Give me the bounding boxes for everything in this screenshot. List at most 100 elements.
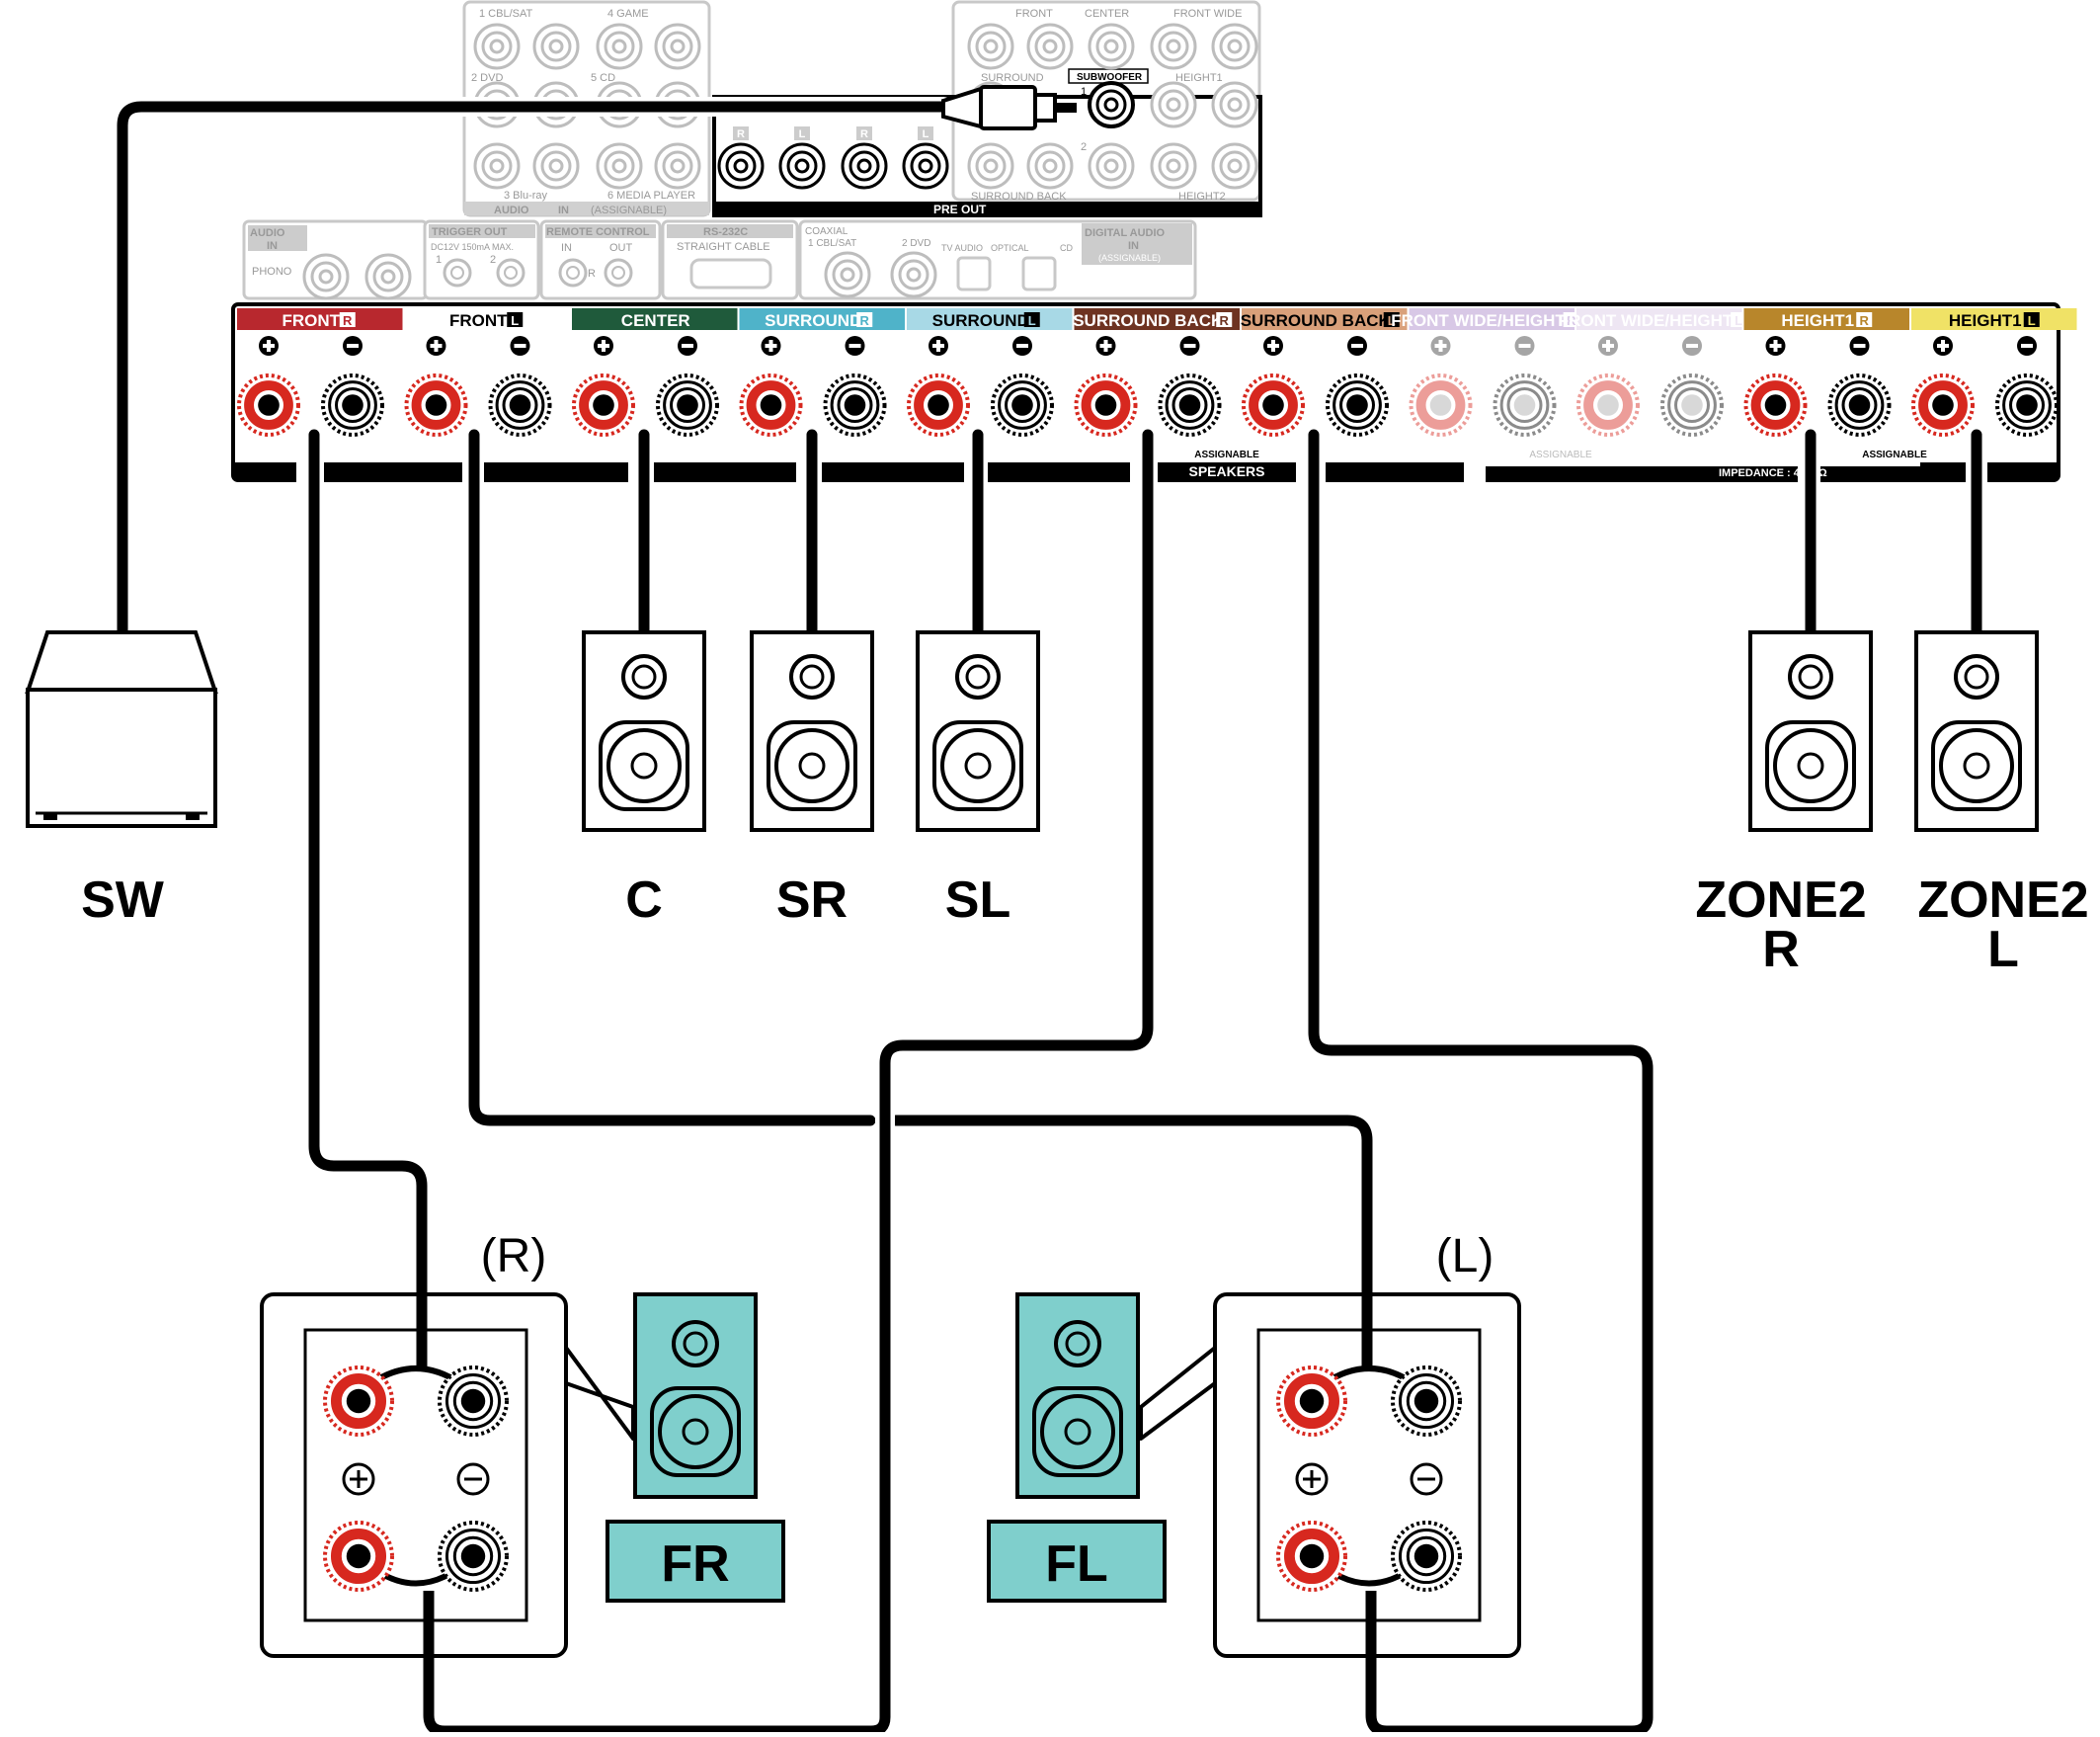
positive-terminal [572,373,635,437]
speaker-surround-r [750,630,874,832]
label-zone2l-line1: ZONE2 [1917,871,2088,929]
minus-marker [1514,336,1535,356]
svg-text:R: R [1567,313,1576,328]
preout-jack [1211,23,1258,70]
speaker-terminal-details [260,1284,1521,1670]
rs232-label: RS-232C [703,226,748,238]
svg-text:SURROUND BACK: SURROUND BACK [1073,311,1224,330]
minus-marker [1179,336,1200,356]
preout-side-label: L [799,128,806,140]
svg-text:HEIGHT1: HEIGHT1 [1949,311,2022,330]
subwoofer-rca-plug [941,85,1077,130]
minus-marker [1012,336,1032,356]
negative-terminal [1827,373,1892,437]
speaker-surround-l [916,630,1040,832]
trigger-num-2: 2 [490,254,496,266]
negative-terminal [1995,373,2059,437]
detail-negative-top [438,1365,509,1437]
input-6-media-player: 6 MEDIA PLAYER [607,190,695,202]
label-zone2r-line1: ZONE2 [1695,871,1866,929]
preout-subwoofer-label: SUBWOOFER [1077,72,1143,83]
input-jack [532,23,580,70]
subwoofer-cable [117,101,949,638]
positive-terminal [237,373,300,437]
negative-terminal [1660,373,1724,437]
svg-text:R: R [1860,313,1870,328]
positive-terminal [1242,373,1305,437]
preout-jack-active [778,142,826,190]
svg-text:SURROUND: SURROUND [765,311,861,330]
middle-jack [824,251,871,298]
phono-audio-label: AUDIO [250,227,285,239]
assignable-label: ASSIGNABLE [1529,450,1592,460]
positive-terminal [739,373,803,437]
negative-terminal [488,373,552,437]
optical-port-1 [956,256,992,291]
plus-marker [1598,336,1618,356]
input-jack [596,23,643,70]
detail-negative-top [1391,1365,1462,1437]
label-sw: SW [81,871,165,929]
front-r-label-box: FR [606,1520,785,1603]
preout-label: PRE OUT [933,203,987,216]
minus-marker [1849,336,1870,356]
input-5-cd: 5 CD [591,72,615,84]
preout-side-label: L [923,128,929,140]
wire-front-r-plus [308,429,428,1374]
audio-in-label: IN [558,205,569,216]
preout-jack [967,23,1014,70]
coax1-label: 1 CBL/SAT [808,238,856,249]
minus-marker [343,336,363,356]
negative-terminal [1158,373,1222,437]
svg-text:CENTER: CENTER [621,311,690,330]
negative-terminal [991,373,1054,437]
plus-marker [1095,336,1116,356]
detail-plus-sign [342,1462,375,1496]
svg-text:FRONT: FRONT [282,311,340,330]
trigger-num-1: 1 [436,254,442,266]
detail-positive-top [323,1365,394,1437]
detail-minus-sign [456,1462,490,1496]
detail-plus-sign [1295,1462,1329,1496]
label-zone2l-line2: L [1987,921,2019,978]
svg-text:L: L [2028,313,2036,328]
digital-audio-label: DIGITAL AUDIO [1085,227,1166,239]
plus-marker [426,336,446,356]
input-4-game: 4 GAME [607,8,649,20]
wire-front-l-minus [1308,429,1654,1737]
svg-text:FR: FR [661,1535,729,1593]
speaker-zone2-r [1748,630,1873,832]
speaker-front-r [633,1292,758,1499]
speaker-front-l [1015,1292,1140,1499]
speakers-label: SPEAKERS [1188,463,1264,479]
detail-negative-bottom [1391,1521,1462,1592]
preout-side-label: R [737,128,745,140]
minus-marker [2017,336,2037,356]
plus-marker [761,336,781,356]
trigger-sub-label: DC12V 150mA MAX. [431,242,514,252]
preout-jack [1088,142,1135,190]
preout-surround-label: SURROUND [981,72,1044,84]
label-l-paren: (L) [1436,1230,1494,1282]
svg-text:L: L [1735,313,1742,328]
minus-marker [845,336,865,356]
subwoofer [25,630,218,828]
tv-audio-label: TV AUDIO [941,243,983,253]
preout-surroundback-label: SURROUND BACK [971,191,1067,203]
preout-block: PRE OUT FRONT CENTER FRONT WIDE SURROUND… [712,0,1262,217]
svg-text:SURROUND BACK: SURROUND BACK [1241,311,1392,330]
wire-entries [416,1284,1377,1670]
negative-terminal [321,373,384,437]
label-r-paren: (R) [481,1230,547,1282]
plus-marker [1765,336,1786,356]
input-jack [473,142,521,190]
preout-jack [1026,23,1074,70]
negative-terminal [1493,373,1557,437]
middle-jack [364,253,412,300]
